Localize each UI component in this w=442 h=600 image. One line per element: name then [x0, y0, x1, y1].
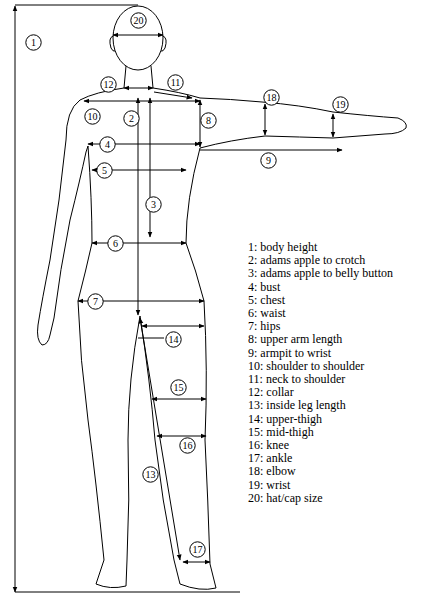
callout-circle: 4 — [99, 136, 116, 153]
measurement-label: 14: upper-thigh — [248, 412, 322, 427]
callout-circle: 13 — [142, 466, 159, 483]
callout-number: 5 — [102, 165, 107, 176]
callout-number: 3 — [151, 199, 156, 210]
callout-number: 8 — [206, 115, 211, 126]
measurement-label: 13: inside leg length — [248, 398, 346, 413]
callout-circle: 9 — [260, 152, 277, 169]
callout-circle: 12 — [100, 76, 117, 93]
callout-number: 18 — [267, 92, 277, 103]
measurement-label: 8: upper arm length — [248, 332, 342, 347]
measurement-label: 19: wrist — [248, 478, 290, 493]
measurement-label: 3: adams apple to belly button — [248, 266, 393, 281]
callout-number: 19 — [336, 99, 346, 110]
callout-number: 9 — [266, 155, 271, 166]
callout-number: 10 — [88, 111, 98, 122]
measurement-label: 17: ankle — [248, 451, 292, 466]
callout-circle: 16 — [179, 437, 196, 454]
measurement-label: 5: chest — [248, 293, 285, 308]
callout-number: 4 — [105, 139, 110, 150]
measurement-label: 2: adams apple to crotch — [248, 253, 365, 268]
callout-number: 16 — [183, 440, 193, 451]
callout-number: 1 — [31, 37, 36, 48]
callout-number: 12 — [104, 79, 114, 90]
callout-number: 15 — [174, 382, 184, 393]
callout-circle: 18 — [263, 89, 280, 106]
callout-circle: 20 — [130, 12, 147, 29]
callout-number: 6 — [113, 238, 118, 249]
callout-circle: 2 — [123, 110, 140, 127]
measurement-label: 9: armpit to wrist — [248, 346, 331, 361]
measurement-label: 1: body height — [248, 240, 317, 255]
callout-circle: 11 — [167, 74, 184, 91]
measurement-label: 18: elbow — [248, 464, 296, 479]
measurement-label: 12: collar — [248, 385, 294, 400]
callout-number: 14 — [169, 334, 179, 345]
callout-circle: 8 — [200, 112, 217, 129]
measurement-label: 6: waist — [248, 306, 286, 321]
callout-circle: 10 — [84, 108, 101, 125]
callout-circle: 5 — [96, 162, 113, 179]
measurement-label: 11: neck to shoulder — [248, 372, 345, 387]
callout-number: 11 — [171, 77, 181, 88]
callout-number: 17 — [193, 544, 203, 555]
callout-circle: 15 — [170, 379, 187, 396]
measurement-label: 7: hips — [248, 319, 280, 334]
measurement-label: 16: knee — [248, 438, 289, 453]
callout-circle: 14 — [165, 331, 182, 348]
callout-number: 20 — [134, 15, 144, 26]
measurement-label: 10: shoulder to shoulder — [248, 359, 364, 374]
callout-number: 13 — [146, 469, 156, 480]
callout-circle: 6 — [107, 235, 124, 252]
measurement-label: 4: bust — [248, 280, 280, 295]
callout-circle: 1 — [25, 34, 42, 51]
callout-circle: 17 — [189, 541, 206, 558]
callout-number: 2 — [129, 113, 134, 124]
measurement-label: 20: hat/cap size — [248, 491, 323, 506]
callout-circle: 7 — [87, 293, 104, 310]
callout-circle: 3 — [145, 196, 162, 213]
callout-number: 7 — [93, 296, 98, 307]
measurement-label: 15: mid-thigh — [248, 425, 314, 440]
callout-circle: 19 — [332, 96, 349, 113]
